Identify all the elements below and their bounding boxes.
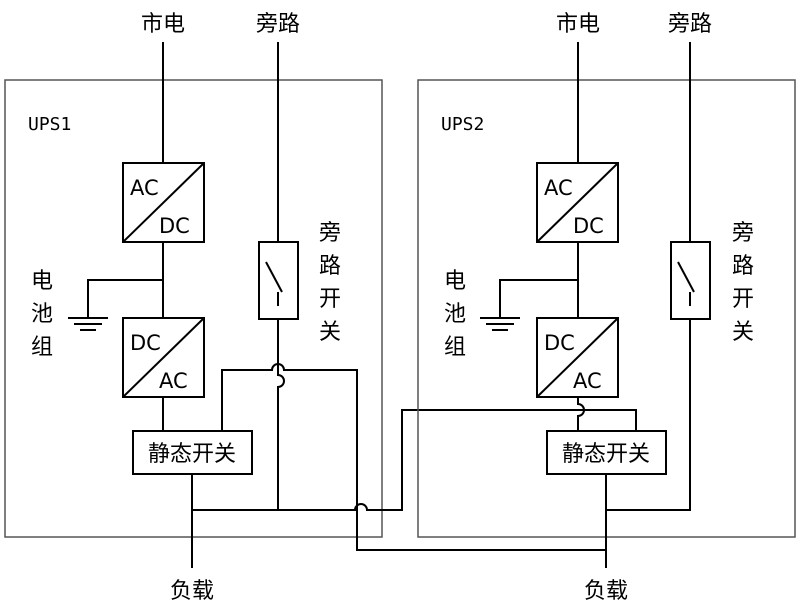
ups1-static-switch: 静态开关: [132, 430, 253, 475]
ups1-mains-label: 市电: [141, 12, 185, 37]
ups1-bypass-label: 旁路: [256, 12, 300, 37]
ups2-bypass-switch-label-1: 旁: [732, 221, 754, 246]
ups1-rectifier: AC DC: [122, 162, 205, 243]
ups2-bypass-switch-label-4: 关: [732, 320, 754, 345]
ups2-load-label: 负载: [584, 579, 628, 604]
ups1-bypass-wire-bottom: [277, 319, 285, 510]
ups1-battery-label-2: 池: [31, 302, 53, 327]
ups1-rectifier-out: DC: [159, 214, 190, 238]
ups1-bypass-switch-label-3: 开: [319, 287, 341, 312]
ups2-cross-link: [356, 505, 606, 551]
ups1-bypass-switch-label-4: 关: [319, 320, 341, 345]
ups2-rectifier-out: DC: [573, 214, 604, 238]
ups2-bypass-switch: [670, 241, 711, 320]
ups1-bypass-switch-label-2: 路: [319, 254, 341, 279]
ups1-battery-connection: [68, 279, 163, 331]
ups2-bypass-label: 旁路: [668, 12, 712, 37]
ups1-battery-label-1: 电: [31, 269, 53, 294]
ups1-inverter: DC AC: [122, 317, 205, 398]
ups1-inverter-in: DC: [130, 331, 161, 355]
ups1-bypass-switch: [258, 241, 299, 320]
ups2-battery-label-3: 组: [444, 335, 466, 360]
ups2-static-switch-label: 静态开关: [562, 442, 650, 467]
ups2-inverter-output-wire: [577, 397, 585, 431]
ups2-static-bypass-feed: [568, 409, 637, 431]
ups2-inverter-in: DC: [544, 331, 575, 355]
ups2-unit: UPS2 市电 旁路 AC DC 电 池 组 DC AC: [356, 12, 796, 604]
ups1-bypass-switch-label-1: 旁: [319, 221, 341, 246]
ups2-battery-connection: [480, 279, 578, 331]
ups1-unit: UPS1 市电 旁路 AC DC 电 池 组 DC AC: [4, 12, 568, 604]
ups2-bypass-wire-bottom: [606, 319, 691, 511]
ups2-static-switch: 静态开关: [546, 430, 667, 475]
ups2-bypass-switch-label-2: 路: [732, 254, 754, 279]
ups1-inverter-out: AC: [159, 369, 188, 393]
ups1-static-bypass-feed: [221, 363, 358, 505]
ups1-enclosure: [4, 79, 383, 538]
ups2-bypass-switch-label-3: 开: [732, 287, 754, 312]
ups2-rectifier: AC DC: [536, 162, 619, 243]
ups2-inverter: DC AC: [536, 317, 619, 398]
ups1-battery-label-3: 组: [31, 335, 53, 360]
ups2-battery-label-1: 电: [444, 269, 466, 294]
ups1-output-bus: [192, 409, 568, 511]
ups2-battery-label-2: 池: [444, 302, 466, 327]
ups1-rectifier-in: AC: [130, 176, 159, 200]
ups2-mains-label: 市电: [556, 12, 600, 37]
ups2-label: UPS2: [441, 114, 484, 135]
ups2-inverter-out: AC: [573, 369, 602, 393]
ups1-static-switch-label: 静态开关: [148, 442, 236, 467]
ups2-rectifier-in: AC: [544, 176, 573, 200]
ups1-label: UPS1: [28, 114, 71, 135]
ups1-load-label: 负载: [170, 579, 214, 604]
